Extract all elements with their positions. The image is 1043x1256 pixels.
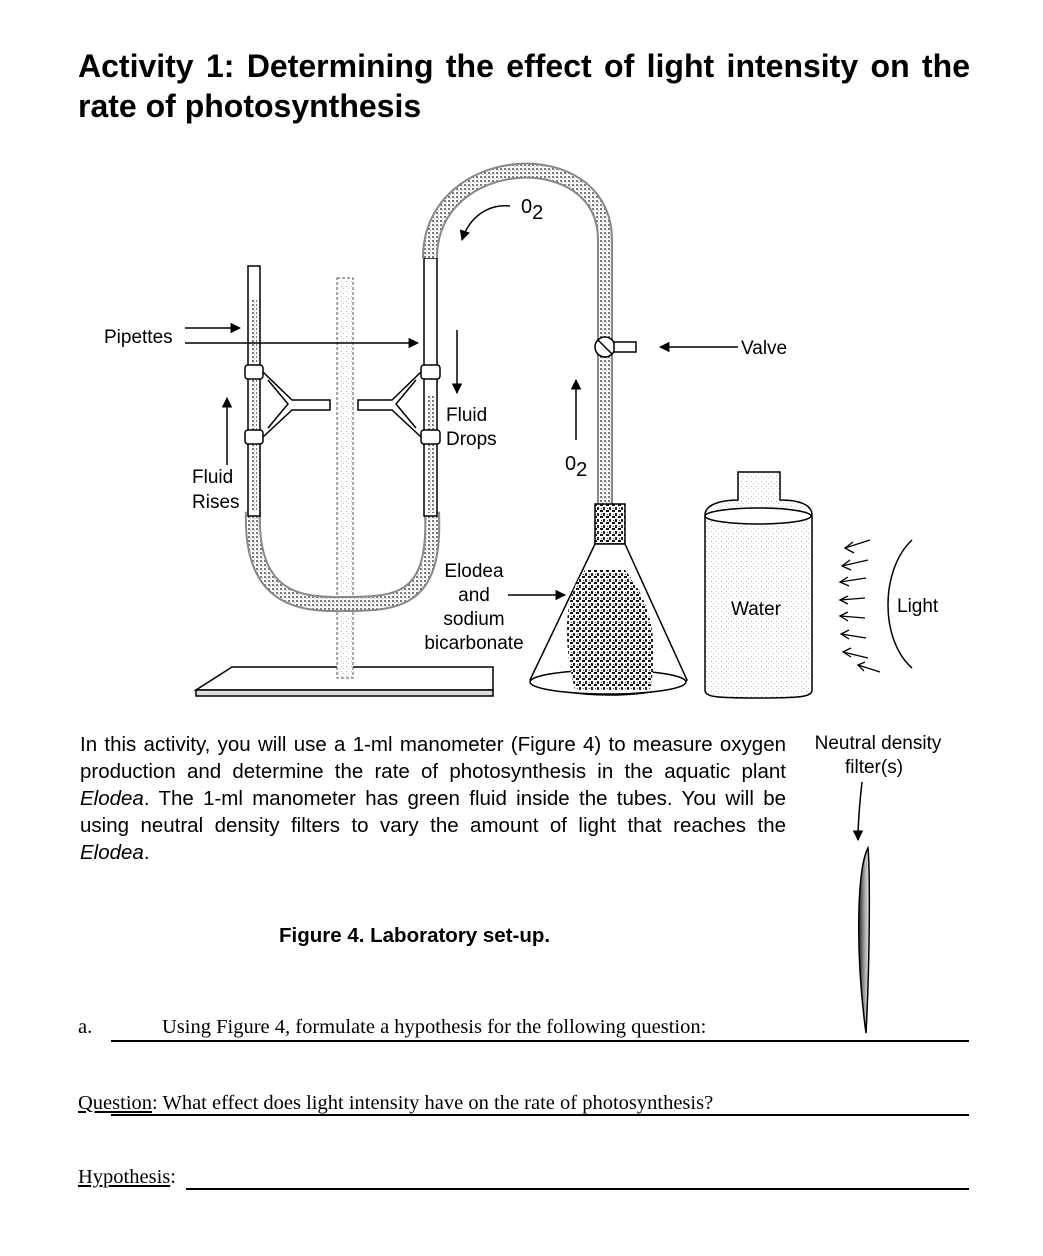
intro-paragraph: In this activity, you will use a 1-ml ma… [80,731,786,866]
hypothesis-line: Hypothesis: [78,1165,176,1189]
valve-body [594,336,637,358]
hypothesis-label: Hypothesis [78,1166,171,1188]
neutral-density-filter [858,845,871,1034]
hypothesis-answer-line[interactable] [186,1188,969,1190]
item-a-marker: a. [78,1016,93,1038]
page-title: Activity 1: Determining the effect of li… [78,48,970,124]
elodea-italic-2: Elodea [80,841,144,864]
filter-label-line1: Neutral density [815,733,942,754]
fluid-rises-label-line2: Rises [192,492,240,513]
figure-caption: Figure 4. Laboratory set-up. [279,924,551,947]
fluid-drops-label-line2: Drops [446,429,497,450]
erlenmeyer-flask [529,503,688,696]
question-label: Question [78,1092,153,1114]
answer-line-a [111,1040,969,1042]
fluid-drops-label-line1: Fluid [446,405,487,426]
intro-text-2: . The 1-ml manometer has green fluid ins… [80,787,786,837]
elodea-label-line2: and [458,585,490,606]
question-line: Question: What effect does light intensi… [78,1091,713,1115]
elodea-label-line1: Elodea [444,561,504,582]
right-pipette [357,257,441,517]
intro-text-3: . [143,841,150,864]
filter-label-line2: filter(s) [845,757,903,778]
water-label: Water [731,599,782,620]
valve-label: Valve [741,338,787,359]
hypothesis-suffix: : [170,1166,176,1188]
light-source [838,539,913,673]
figure-arrows [185,205,864,842]
water-jar [704,471,813,699]
pipettes-label: Pipettes [104,327,173,348]
left-pipette [244,265,331,517]
elodea-label-line4: bicarbonate [424,633,523,654]
elodea-label-line3: sodium [443,609,504,630]
item-a-text: Using Figure 4, formulate a hypothesis f… [162,1016,707,1038]
o2-mid-label: 02 [565,453,587,481]
elodea-italic: Elodea [80,787,144,810]
o2-top-label: 02 [521,196,543,224]
fluid-rises-label-line1: Fluid [192,467,233,488]
light-label: Light [897,596,939,617]
intro-text-1: In this activity, you will use a 1-ml ma… [80,733,786,783]
answer-line-question [111,1114,969,1116]
question-text: : What effect does light intensity have … [152,1092,714,1114]
ring-stand [193,277,494,697]
